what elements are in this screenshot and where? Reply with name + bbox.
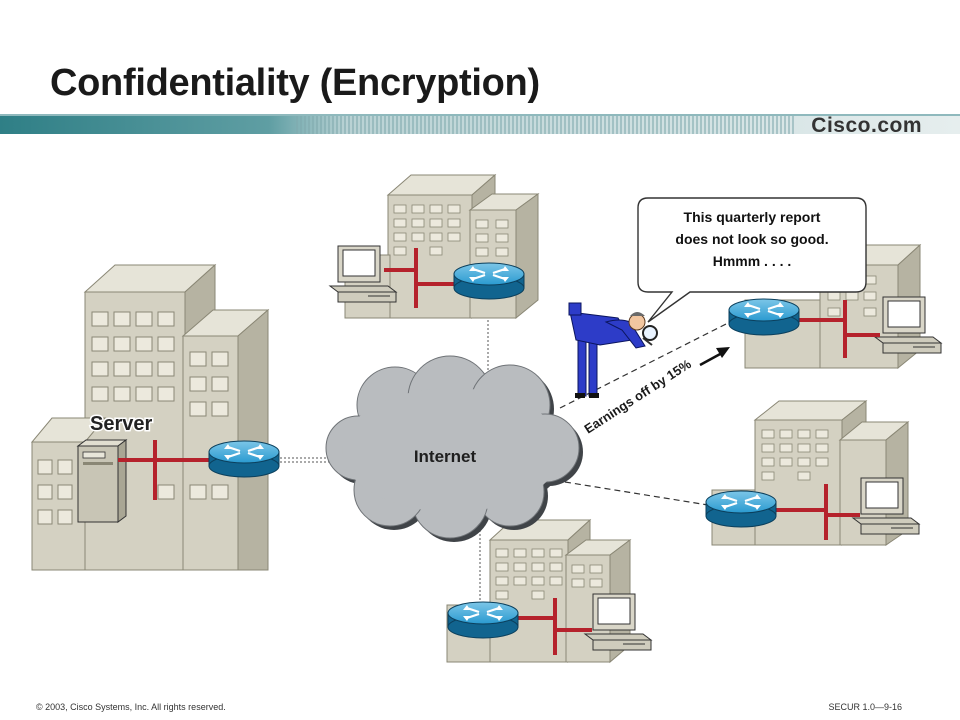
- server-label-halo: Server: [90, 413, 152, 435]
- bottom-pc-icon: [584, 593, 652, 651]
- speech-line-1: This quarterly report: [684, 209, 821, 225]
- server-lan: [118, 440, 215, 500]
- top-router-icon: [452, 261, 526, 301]
- server-router-icon: [207, 439, 281, 479]
- top-right-lan: [795, 300, 880, 358]
- top-right-pc-icon: [874, 296, 942, 354]
- right-pc-icon: [852, 477, 920, 535]
- right-lan: [775, 484, 860, 540]
- speech-line-2: does not look so good.: [675, 231, 828, 247]
- slide-number-footer: SECUR 1.0—9-16: [828, 702, 902, 712]
- header-band: [0, 114, 960, 134]
- brand-logo-text: Cisco.com: [811, 114, 922, 137]
- server-tower: [76, 439, 128, 523]
- intercept-arrow: [699, 347, 730, 367]
- speech-bubble: This quarterly report does not look so g…: [637, 197, 867, 323]
- top-right-router-icon: [727, 297, 801, 337]
- internet-cloud-icon: [325, 355, 583, 542]
- slide-title: Confidentiality (Encryption): [50, 62, 540, 104]
- copyright-footer: © 2003, Cisco Systems, Inc. All rights r…: [36, 702, 226, 712]
- top-lan: [384, 248, 458, 308]
- server-label: Server: [90, 413, 152, 435]
- internet-label: Internet: [414, 447, 477, 466]
- speech-line-3: Hmmm . . . .: [713, 253, 792, 269]
- bottom-router-icon: [446, 600, 520, 640]
- eavesdropper-icon: [568, 302, 658, 398]
- right-router-icon: [704, 489, 778, 529]
